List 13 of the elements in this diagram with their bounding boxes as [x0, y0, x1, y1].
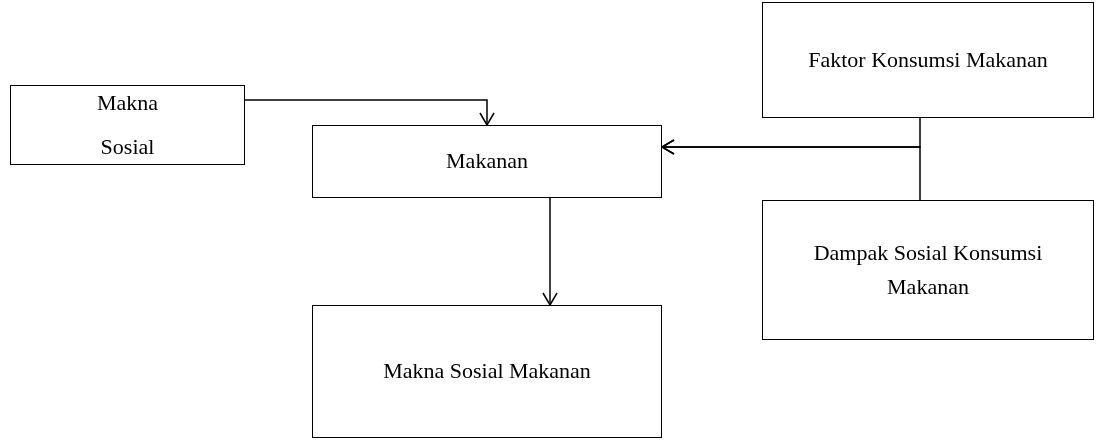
process-box: [312, 125, 662, 198]
box-label: Dampak Sosial Konsumsi Makanan: [812, 238, 1044, 301]
process-box: [762, 200, 1094, 340]
arrow: [542, 197, 558, 306]
process-box: [10, 85, 245, 165]
box-label: Faktor Konsumsi Makanan: [808, 45, 1048, 74]
process-box: [312, 305, 662, 438]
arrow: [661, 139, 921, 201]
box-label: Makanan: [446, 147, 528, 176]
arrow: [244, 99, 495, 126]
process-box: [762, 2, 1094, 118]
box-label: Makna Sosial: [95, 89, 160, 161]
box-label: Makna Sosial Makanan: [383, 357, 591, 386]
